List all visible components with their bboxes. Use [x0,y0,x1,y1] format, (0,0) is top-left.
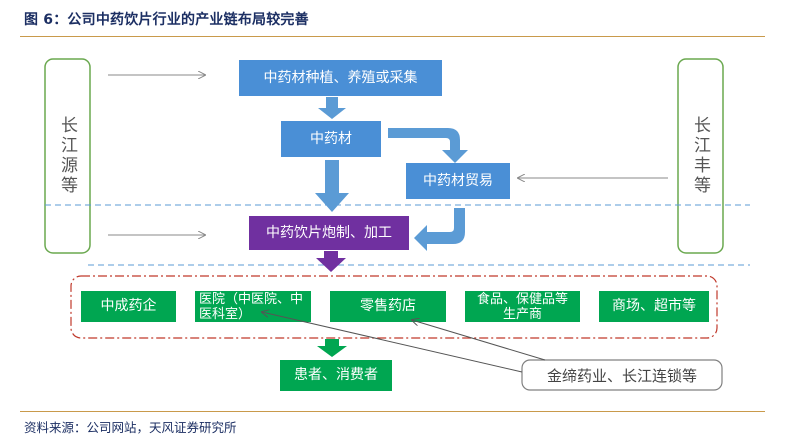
consumers-box [280,360,392,391]
planting-label: 中药材种植、养殖或采集 [263,69,418,86]
channel-label-pharmacy: 零售药店 [360,298,416,314]
figure-title: 图 6：公司中药饮片行业的产业链布局较完善 [24,12,309,28]
herbs-box [281,121,381,157]
consumers-label: 患者、消费者 [294,367,378,383]
arrow-herbs-to-processing [315,160,349,212]
arrow-planting-to-herbs [318,97,346,119]
callout-line-to-pharmacy [412,320,546,361]
channel-box-pharmacy [330,291,446,322]
title-rule [20,36,765,37]
channel-box-tcm-makers [81,291,176,322]
right-source-label: 长江丰等 [690,116,710,196]
herbs-label: 中药材 [310,130,352,147]
callout-line-to-hospitals [262,312,523,373]
arrow-processing-to-channels [316,251,346,272]
channel-label-malls: 商场、超市等 [612,298,696,314]
channel-box-food-makers [465,291,580,322]
callout-box [521,359,723,391]
left-source-label: 长江源等 [57,116,77,196]
source-rule [20,411,765,412]
trade-label: 中药材贸易 [423,172,493,189]
channel-label-hospitals: 医院（中医院、中医科室） [199,291,304,322]
figure-source: 资料来源：公司网站，天风证券研究所 [24,420,237,435]
processing-label: 中药饮片炮制、加工 [266,224,392,241]
processing-box [249,216,409,250]
arrow-herbs-to-trade [388,128,468,163]
channel-box-malls [599,291,709,322]
channel-label-food-makers: 食品、保健品等生产商 [477,291,569,322]
channels-frame [70,275,718,339]
arrow-trade-to-processing [414,208,465,251]
channel-label-tcm-makers: 中成药企 [100,298,157,314]
channel-box-hospitals [195,291,311,322]
callout-label: 金缔药业、长江连锁等 [546,366,697,385]
planting-box [239,60,442,96]
trade-box [406,163,510,199]
arrow-channels-to-consumers [317,339,347,357]
